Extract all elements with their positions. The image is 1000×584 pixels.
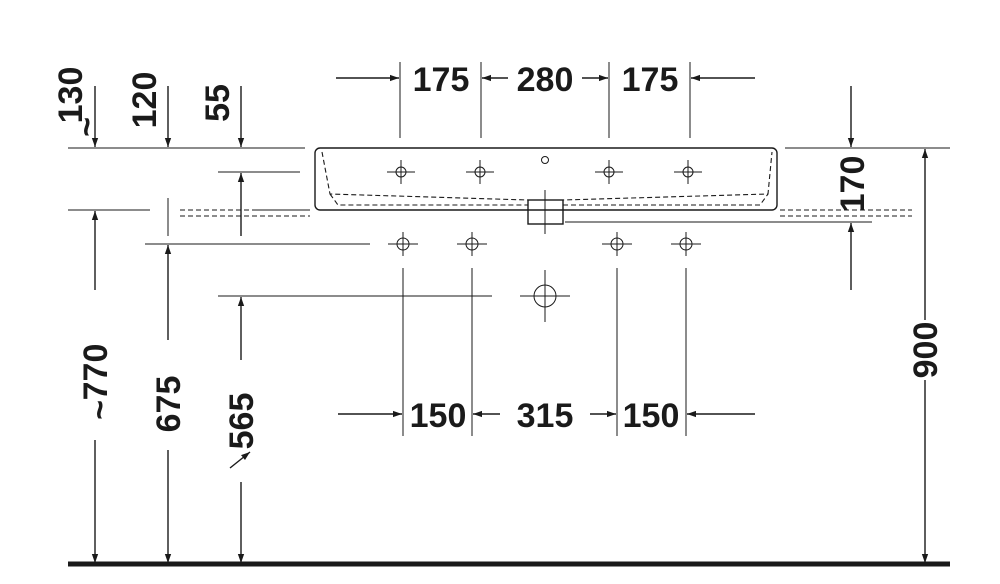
bottom-spacing-3: 150 [623,397,680,435]
basin-outline [314,147,778,225]
wall-fixing-lines [180,209,912,223]
top-spacing-1: 175 [413,61,470,99]
dim-170: 170 [834,156,872,213]
dim-565: 565 [223,393,261,450]
dim-770-approx: ~ [81,400,119,420]
left-height-dimensions: 770 ~ 675 565 [77,198,261,563]
reference-lines [68,147,950,297]
dim-675: 675 [150,376,188,433]
top-spacing-3: 175 [622,61,679,99]
right-dimensions: 170 900 [834,86,945,563]
tap-holes [387,160,702,184]
top-spacing-dimension: 175 280 175 [336,61,755,138]
dim-770: 770 [77,344,115,401]
bottom-spacing-2: 315 [517,397,574,435]
overflow-hole [541,156,549,164]
dim-130: 130 [52,67,90,124]
left-top-dimensions: 130 ~ 120 55 [52,67,245,236]
leader-arrow [229,451,251,469]
top-spacing-2: 280 [517,61,574,99]
dim-900: 900 [907,322,945,379]
supply-connections [388,232,701,256]
dim-120: 120 [126,72,164,129]
waste-connection [520,270,570,322]
dim-130-approx: ~ [68,117,106,137]
bottom-spacing-dimension: 150 315 150 [338,268,755,436]
dim-55: 55 [199,84,237,122]
bottom-spacing-1: 150 [410,397,467,435]
